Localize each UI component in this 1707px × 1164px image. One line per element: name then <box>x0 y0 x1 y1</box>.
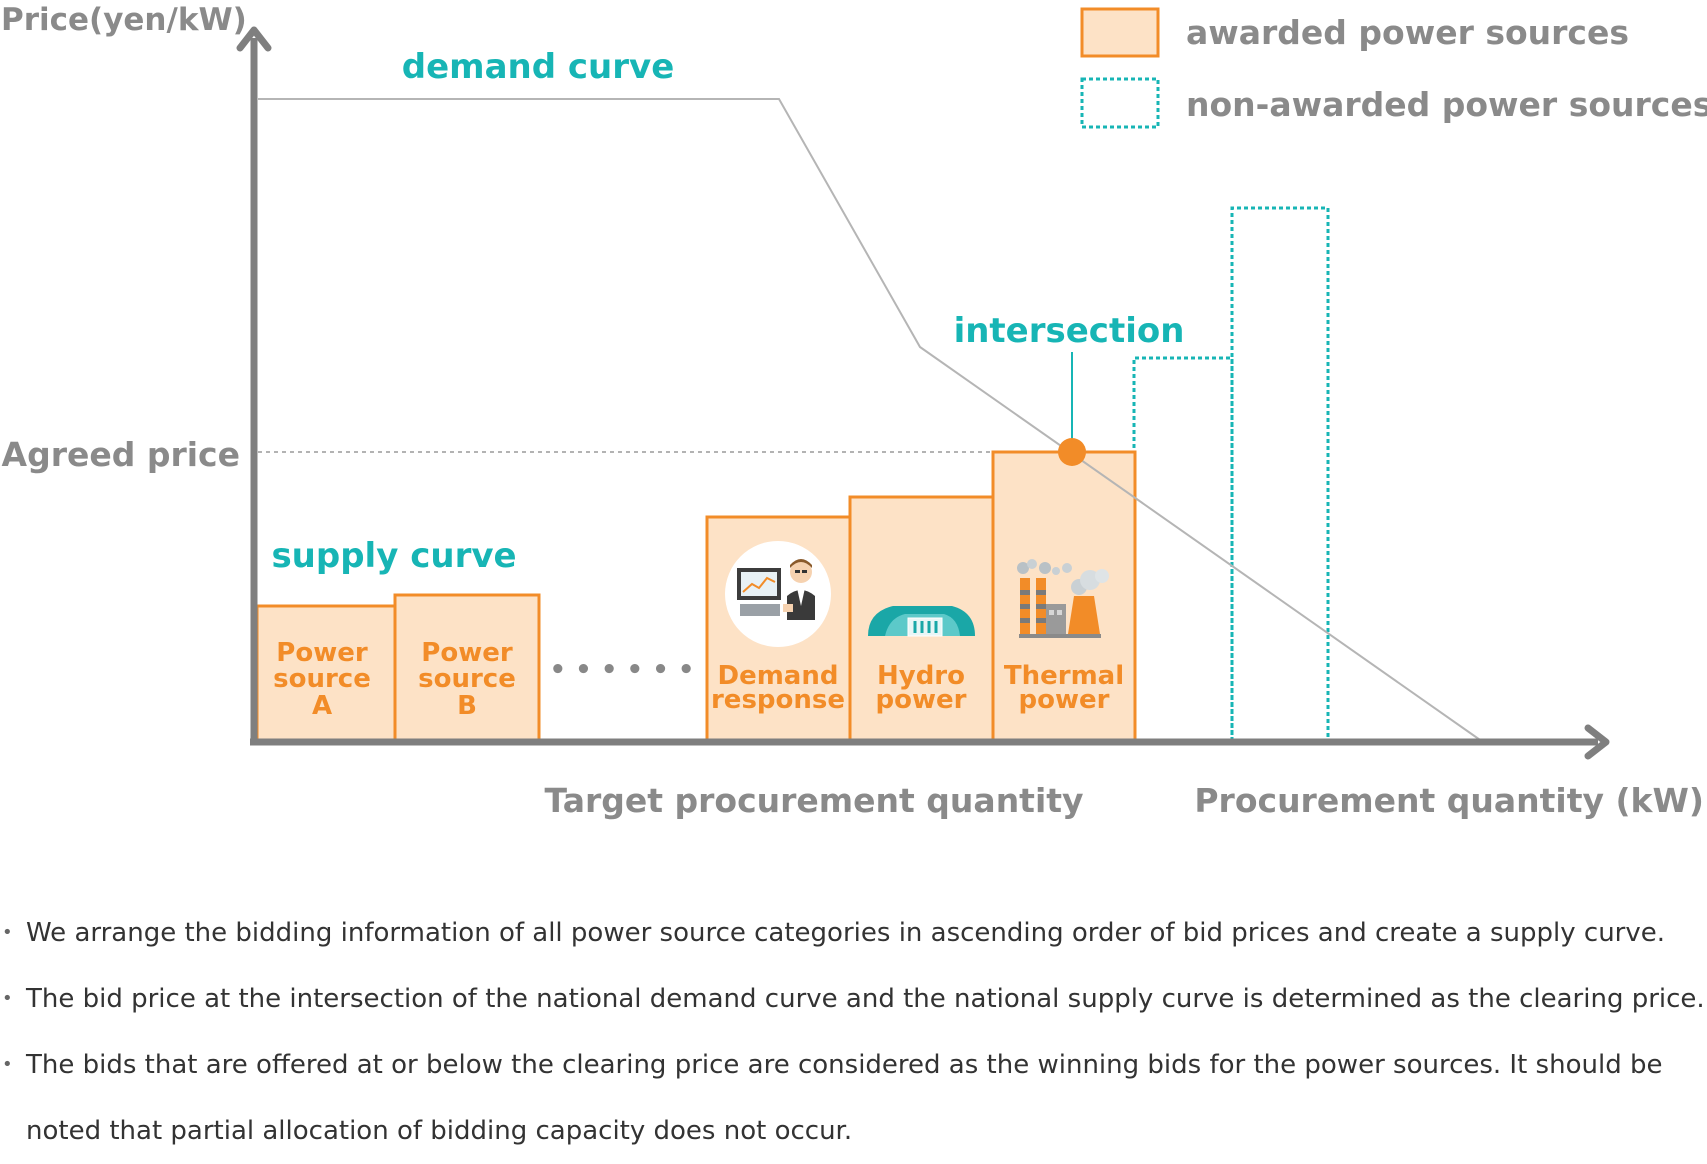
x-axis-arrowhead <box>1584 724 1610 760</box>
more-sources-ellipsis: • • • • • • <box>550 655 695 685</box>
note-item: The bids that are offered at or below th… <box>0 1032 1707 1164</box>
legend-non-awarded-label: non-awarded power sources <box>1186 85 1707 124</box>
source-b-label-line2: source <box>418 664 516 694</box>
legend-non-awarded-swatch <box>1080 77 1160 129</box>
source-a-label-line1: Power <box>276 638 368 668</box>
thermal-plant-icon <box>1017 559 1109 638</box>
demand-response-label-line2: response <box>711 685 845 715</box>
thermal-power-label-line1: Thermal <box>1004 661 1124 691</box>
agreed-price-label: Agreed price <box>2 435 240 474</box>
supply-demand-diagram: awarded power sources non-awarded power … <box>1 2 1707 820</box>
bar-power-source-a <box>255 604 397 744</box>
target-quantity-label: Target procurement quantity <box>544 781 1083 820</box>
legend-awarded-swatch <box>1080 7 1160 58</box>
intersection-label: intersection <box>954 311 1185 351</box>
thermal-power-label-line2: power <box>1019 685 1110 715</box>
explanation-notes: We arrange the bidding information of al… <box>0 900 1707 1164</box>
note-item-line2: noted that partial allocation of bidding… <box>26 1116 853 1146</box>
demand-curve-line <box>258 98 1484 743</box>
demand-curve-label: demand curve <box>402 47 675 87</box>
note-item: The bid price at the intersection of the… <box>0 966 1707 1032</box>
intersection-point <box>1058 438 1086 466</box>
source-b-label-line3: B <box>457 691 477 721</box>
hydro-power-label-line1: Hydro <box>877 661 965 691</box>
bar-power-source-b <box>393 593 541 744</box>
hydro-dam-icon <box>868 606 975 637</box>
y-axis-label: Price(yen/kW) <box>1 2 247 38</box>
source-a-label-line3: A <box>312 691 332 721</box>
y-axis-arrowhead <box>236 26 272 52</box>
supply-curve-label: supply curve <box>271 536 516 576</box>
supply-bars <box>255 450 1137 744</box>
demand-response-label-line1: Demand <box>718 661 839 691</box>
legend-awarded-label: awarded power sources <box>1186 13 1629 52</box>
note-item: We arrange the bidding information of al… <box>0 900 1707 966</box>
note-item-line1: The bids that are offered at or below th… <box>26 1050 1663 1080</box>
source-a-label-line2: source <box>273 664 371 694</box>
demand-response-icon <box>725 541 831 647</box>
non-awarded-source-2 <box>1230 206 1330 742</box>
source-b-label-line1: Power <box>421 638 513 668</box>
x-axis-label: Procurement quantity (kW) <box>1194 781 1704 820</box>
hydro-power-label-line2: power <box>876 685 967 715</box>
non-awarded-source-1 <box>1132 356 1234 742</box>
